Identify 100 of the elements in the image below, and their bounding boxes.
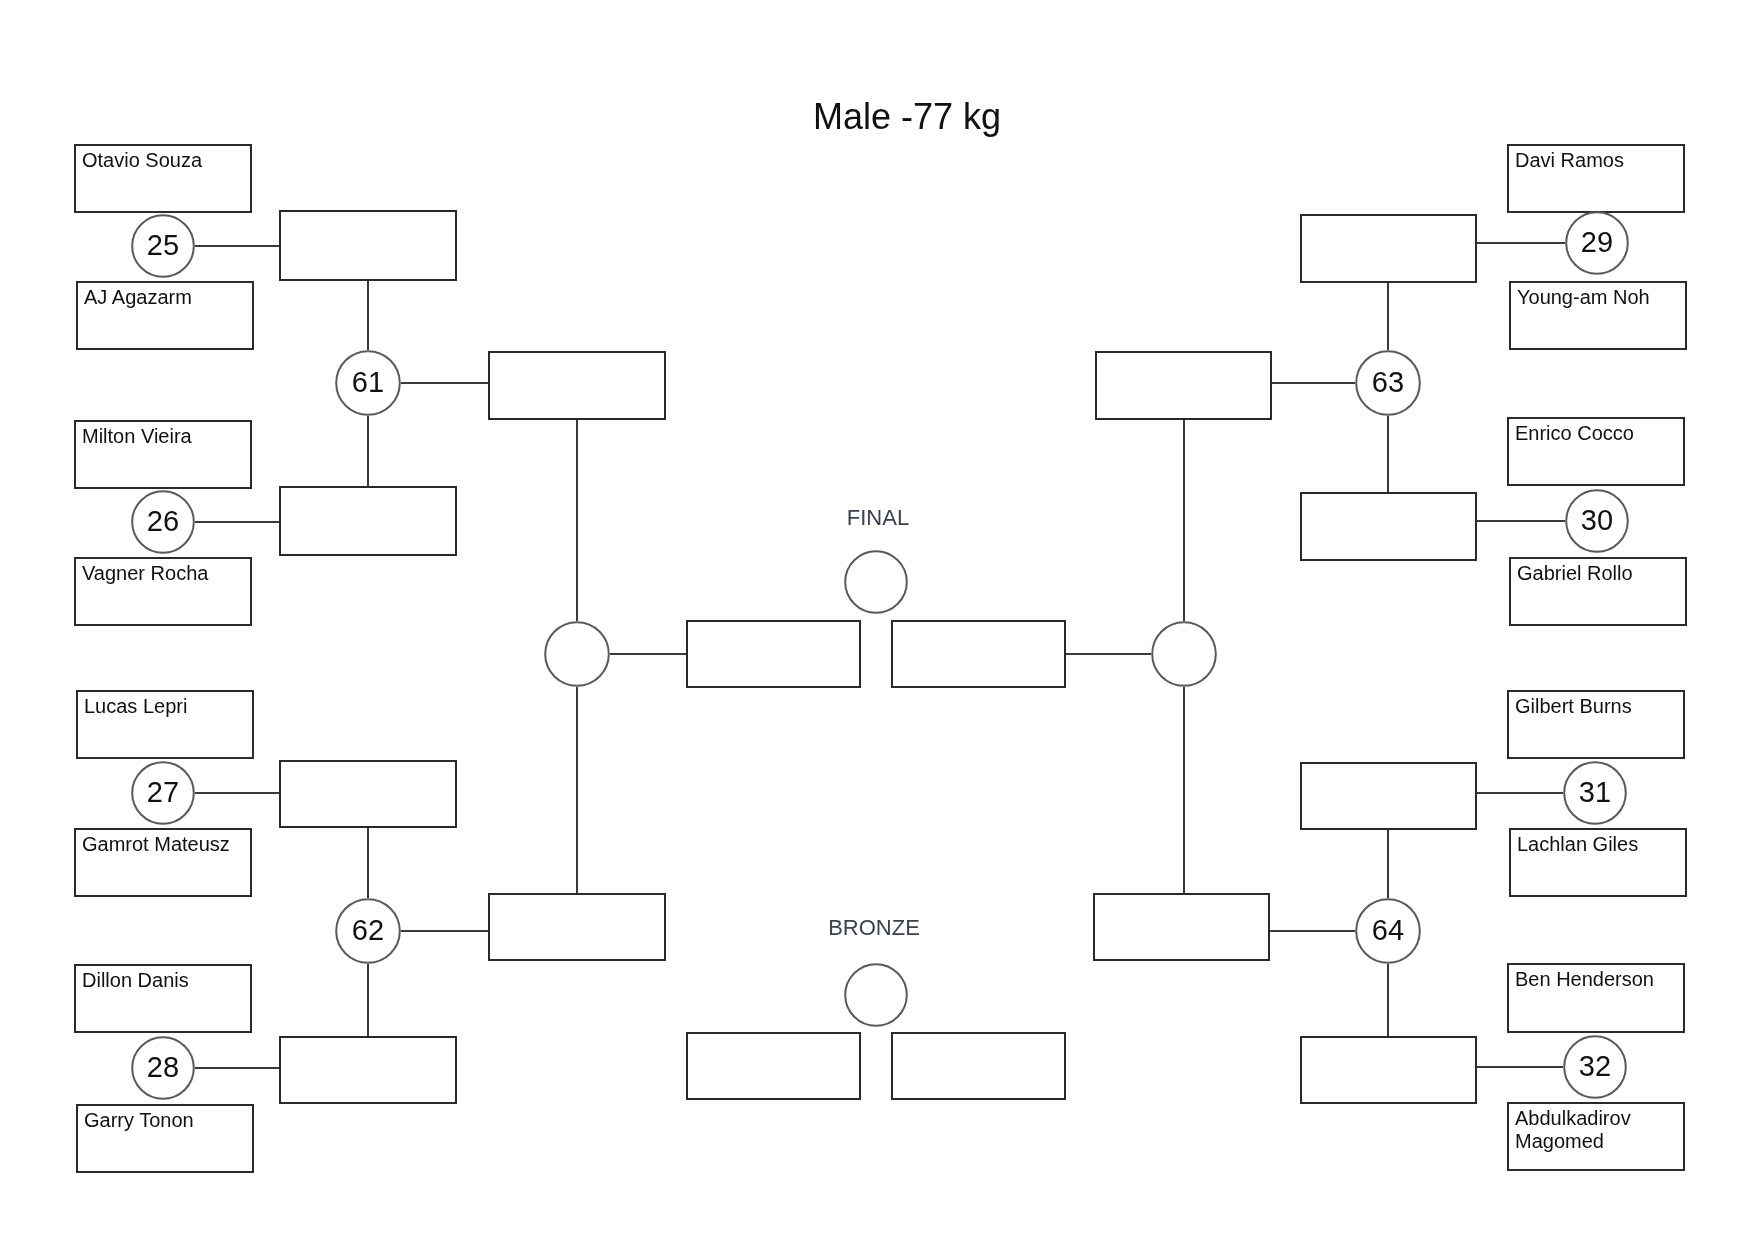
connector-line [1476, 792, 1564, 794]
connector-line [1476, 520, 1566, 522]
bracket-slot [488, 351, 666, 420]
bracket-slot [891, 620, 1066, 688]
bracket-slot [279, 1036, 457, 1104]
match-circle [131, 490, 195, 554]
match-number: 61 [351, 366, 385, 399]
competitor-name: Garry Tonon [84, 1109, 195, 1132]
competitor-box [74, 144, 252, 213]
connector-line [576, 686, 578, 894]
competitor-name: Enrico Cocco [1515, 422, 1635, 445]
competitor-name: Lachlan Giles [1517, 833, 1640, 856]
connector-line [367, 963, 369, 1037]
match-heading: BRONZE [828, 915, 920, 941]
match-number: 27 [146, 776, 180, 809]
connector-line [400, 382, 489, 384]
competitor-box [76, 690, 254, 759]
match-circle [1563, 761, 1627, 825]
match-circle [335, 898, 401, 964]
connector-line [194, 245, 280, 247]
competitor-box [1507, 690, 1685, 759]
competitor-name: Vagner Rocha [82, 562, 210, 585]
title: Male -77 kg [812, 96, 1002, 138]
match-number: 62 [351, 914, 385, 947]
competitor-box [1507, 417, 1685, 486]
match-number: 30 [1580, 504, 1614, 537]
bracket-slot [1300, 214, 1477, 283]
match-number: 32 [1578, 1050, 1612, 1083]
connector-line [1183, 686, 1185, 894]
match-circle [844, 550, 908, 614]
match-circle [1151, 621, 1217, 687]
connector-line [609, 653, 687, 655]
competitor-box [1509, 828, 1687, 897]
competitor-box [74, 557, 252, 626]
connector-line [1271, 382, 1356, 384]
competitor-name: Dillon Danis [82, 969, 190, 992]
connector-line [576, 419, 578, 622]
connector-line [400, 930, 489, 932]
match-number: 26 [146, 505, 180, 538]
match-circle [1563, 1035, 1627, 1099]
match-circle [1565, 489, 1629, 553]
match-heading: FINAL [846, 505, 910, 531]
competitor-name: Young-am Noh [1517, 286, 1651, 309]
bracket-slot [279, 760, 457, 828]
match-number: 63 [1371, 366, 1405, 399]
bracket-slot [1300, 762, 1477, 830]
bracket-slot [1095, 351, 1272, 420]
bracket-slot [686, 1032, 861, 1100]
competitor-box [1507, 963, 1685, 1033]
competitor-box [76, 1104, 254, 1173]
bracket-slot [1093, 893, 1270, 961]
competitor-name: Gilbert Burns [1515, 695, 1633, 718]
competitor-name: Otavio Souza [82, 149, 204, 172]
match-circle [544, 621, 610, 687]
bracket-slot [1300, 1036, 1477, 1104]
competitor-name: Abdulkadirov Magomed [1515, 1107, 1632, 1153]
bracket-slot [686, 620, 861, 688]
bracket-slot [891, 1032, 1066, 1100]
connector-line [194, 521, 280, 523]
connector-line [1476, 242, 1566, 244]
competitor-box [1509, 281, 1687, 350]
connector-line [194, 792, 280, 794]
competitor-box [74, 828, 252, 897]
match-circle [131, 1036, 195, 1100]
competitor-box [74, 420, 252, 489]
match-number: 25 [146, 229, 180, 262]
match-circle [131, 761, 195, 825]
connector-line [194, 1067, 280, 1069]
connector-line [1387, 963, 1389, 1037]
bracket-slot [1300, 492, 1477, 561]
match-number: 64 [1371, 914, 1405, 947]
competitor-name: Lucas Lepri [84, 695, 189, 718]
competitor-name: AJ Agazarm [84, 286, 193, 309]
match-number: 28 [146, 1051, 180, 1084]
match-circle [131, 214, 195, 278]
connector-line [367, 280, 369, 351]
match-circle [1355, 898, 1421, 964]
competitor-name: Gabriel Rollo [1517, 562, 1634, 585]
competitor-box [74, 964, 252, 1033]
competitor-box [1507, 144, 1685, 213]
connector-line [1183, 419, 1185, 622]
match-circle [335, 350, 401, 416]
competitor-box [76, 281, 254, 350]
competitor-name: Gamrot Mateusz [82, 833, 231, 856]
match-number: 29 [1580, 226, 1614, 259]
match-number: 31 [1578, 776, 1612, 809]
connector-line [367, 415, 369, 487]
bracket-slot [279, 210, 457, 281]
competitor-name: Davi Ramos [1515, 149, 1625, 172]
connector-line [1065, 653, 1152, 655]
competitor-box [1509, 557, 1687, 626]
connector-line [1387, 282, 1389, 351]
bracket-slot [488, 893, 666, 961]
match-circle [1565, 211, 1629, 275]
competitor-box [1507, 1102, 1685, 1171]
connector-line [1387, 829, 1389, 899]
match-circle [1355, 350, 1421, 416]
connector-line [367, 827, 369, 899]
connector-line [1269, 930, 1356, 932]
match-circle [844, 963, 908, 1027]
